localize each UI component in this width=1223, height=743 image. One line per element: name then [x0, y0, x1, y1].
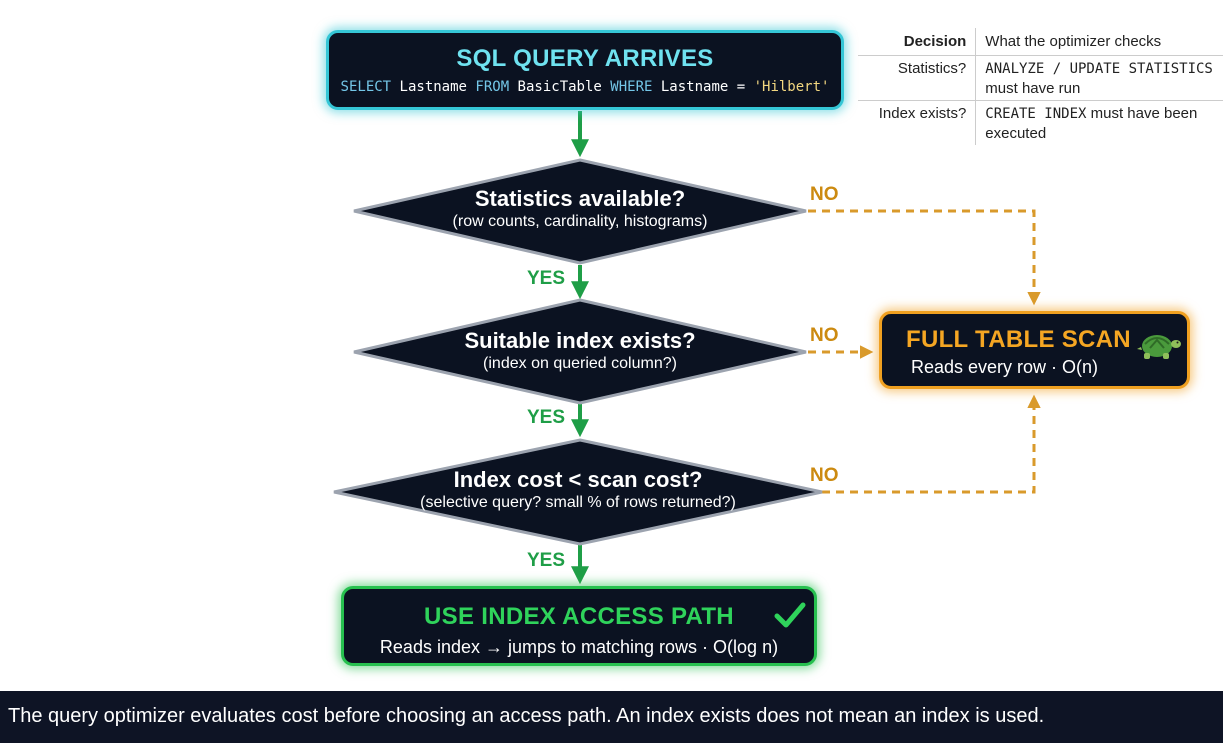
- statistics-diamond: [353, 158, 807, 265]
- sql-keyword-select: SELECT: [340, 79, 392, 95]
- check-code: CREATE INDEX: [985, 106, 1087, 122]
- sql-query-title: SQL QUERY ARRIVES: [456, 45, 714, 72]
- index-exists-decision-label: Suitable index exists? (index on queried…: [354, 328, 806, 373]
- caption-text: The query optimizer evaluates cost befor…: [8, 705, 1045, 727]
- no-label-index-exists: NO: [810, 325, 839, 346]
- sql-query-text: SELECT Lastname FROM BasicTable WHERE La…: [329, 79, 841, 95]
- check-column-header: What the optimizer checks: [985, 33, 1162, 50]
- use-index-title: USE INDEX ACCESS PATH: [424, 603, 734, 630]
- no-label-statistics: NO: [810, 184, 839, 205]
- check-icon: [774, 602, 806, 628]
- full-table-scan-title: FULL TABLE SCAN: [906, 326, 1131, 353]
- index-exists-decision-subtitle: (index on queried column?): [483, 355, 677, 372]
- caption-bar: The query optimizer evaluates cost befor…: [0, 691, 1223, 743]
- yes-label-cost: YES: [527, 550, 566, 571]
- check-code: ANALYZE / UPDATE STATISTICS: [985, 61, 1213, 77]
- sql-column: Lastname: [391, 79, 476, 95]
- check-text: must have been executed: [985, 105, 1198, 142]
- sql-literal: 'Hilbert': [753, 79, 830, 95]
- use-index-subtitle: Reads index → jumps to matching rows · O…: [379, 637, 779, 657]
- yes-label-statistics: YES: [527, 268, 566, 289]
- edge-statistics-no: [808, 209, 1041, 306]
- cost-decision-label: Index cost < scan cost? (selective query…: [334, 467, 822, 512]
- cost-decision-title: Index cost < scan cost?: [453, 467, 703, 492]
- table-row: Statistics? ANALYZE / UPDATE STATISTICS m…: [858, 55, 1223, 101]
- decision-table: Decision What the optimizer checks Stati…: [858, 28, 1223, 145]
- sql-table: BasicTable: [509, 79, 611, 95]
- full-table-scan-subtitle: Reads every row · O(n): [911, 357, 1099, 377]
- statistics-decision-title: Statistics available?: [474, 186, 686, 211]
- table-row: Index exists? CREATE INDEX must have bee…: [858, 100, 1223, 145]
- decision-cell: Index exists?: [858, 100, 977, 145]
- yes-label-index-exists: YES: [527, 407, 566, 428]
- use-index-access-path-box: USE INDEX ACCESS PATH Reads index → jump…: [341, 586, 817, 666]
- check-cell: ANALYZE / UPDATE STATISTICS must have run: [975, 55, 1223, 101]
- check-text: must have run: [985, 80, 1081, 97]
- decision-cell: Statistics?: [858, 55, 977, 101]
- sql-query-arrives-box: SQL QUERY ARRIVES SELECT Lastname FROM B…: [326, 30, 844, 110]
- turtle-icon: [1137, 335, 1181, 359]
- edge-cost-no: [822, 394, 1041, 494]
- full-table-scan-box: FULL TABLE SCAN Reads every row · O(n): [879, 311, 1190, 389]
- sql-keyword-from: FROM: [475, 79, 510, 95]
- cost-diamond: [333, 438, 823, 546]
- index-exists-diamond: [353, 298, 807, 405]
- sql-keyword-where: WHERE: [610, 79, 653, 95]
- index-exists-decision-title: Suitable index exists?: [464, 328, 696, 353]
- cost-decision-subtitle: (selective query? small % of rows return…: [420, 494, 736, 511]
- decision-table-header: Decision What the optimizer checks: [858, 28, 1223, 56]
- check-cell: CREATE INDEX must have been executed: [975, 100, 1223, 145]
- no-label-cost: NO: [810, 465, 839, 486]
- sql-condition: Lastname =: [652, 79, 754, 95]
- statistics-decision-subtitle: (row counts, cardinality, histograms): [452, 213, 708, 230]
- decision-column-header: Decision: [858, 28, 977, 56]
- statistics-decision-label: Statistics available? (row counts, cardi…: [354, 186, 806, 231]
